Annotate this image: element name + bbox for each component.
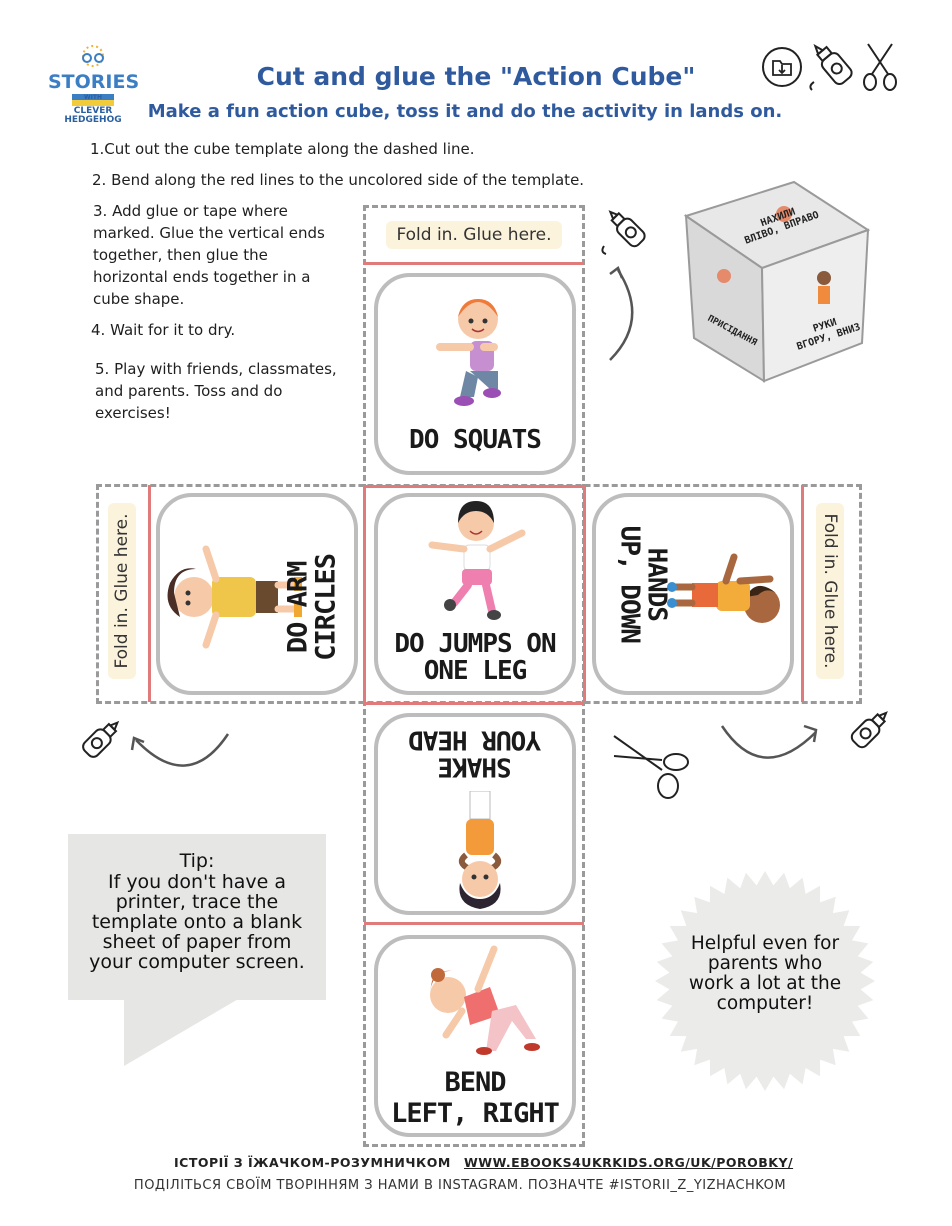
badge-line-3: work a lot at the <box>688 973 842 994</box>
glue-tab-right: Fold in. Glue here. <box>816 503 844 679</box>
badge-starburst <box>655 871 875 1091</box>
glue-tab-left: Fold in. Glue here. <box>108 503 136 679</box>
face-squats: DO SQUATS <box>374 273 576 475</box>
arrow-icon <box>604 262 644 364</box>
fold-line-right-center <box>583 485 586 702</box>
glue-tab-top: Fold in. Glue here. <box>386 221 562 249</box>
footer-brand: ІСТОРІЇ З ЇЖАЧКОМ-РОЗУМНИЧКОМ <box>174 1155 451 1170</box>
face-bend-line2: LEFT, RIGHT <box>391 1098 560 1130</box>
glue-bottle-icon <box>804 38 860 94</box>
fold-line-right-glue <box>801 485 804 702</box>
face-shake-line2: YOUR HEAD <box>409 724 541 755</box>
tip-bubble-tail <box>124 998 240 1066</box>
face-jumps-line1: DO JUMPS ON <box>394 629 556 659</box>
boy-hands-illustration <box>667 553 780 623</box>
tip-box <box>68 834 326 1000</box>
tip-line-3: template onto a blank <box>91 911 303 933</box>
glue-bottle-icon <box>838 704 896 760</box>
face-bend-line1: BEND <box>444 1067 506 1098</box>
arrow-icon <box>718 720 822 760</box>
step-5: 5. Play with friends, classmates, and pa… <box>95 360 337 422</box>
step-1: 1.Cut out the cube template along the da… <box>90 140 475 158</box>
cube-photo: НАХИЛИ ВЛІВО, ВПРАВО РУКИ ВГОРУ, ВНИЗ ПР… <box>682 178 872 383</box>
badge-line-4: computer! <box>716 993 814 1014</box>
scissors-icon <box>860 40 902 92</box>
cube-photo-graphic <box>683 180 871 383</box>
girl-shake-illustration <box>458 791 502 909</box>
girl-jumping-illustration <box>428 501 526 620</box>
face-hands: HANDS UP, DOWN <box>592 493 794 695</box>
badge-line-1: Helpful even for <box>690 933 840 954</box>
girl-arm-circles-illustration <box>167 545 302 649</box>
download-icon[interactable] <box>761 46 803 88</box>
footer-url-link[interactable]: WWW.EBOOKS4UKRKIDS.ORG/UK/POROBKY/ <box>464 1155 794 1170</box>
tip-line-1: If you don't have a <box>107 871 287 893</box>
face-jumps-line2: ONE LEG <box>423 656 528 687</box>
face-shake: SHAKE YOUR HEAD <box>374 713 576 915</box>
fold-line-left-glue <box>148 485 151 702</box>
step-3: 3. Add glue or tape where marked. Glue t… <box>93 202 325 308</box>
tip-line-2: printer, trace the <box>115 891 279 913</box>
face-hands-line2: UP, DOWN <box>614 525 644 643</box>
glue-tab-right-label: Fold in. Glue here. <box>820 513 840 669</box>
tip-line-4: sheet of paper from <box>102 931 292 953</box>
logo-line2: WITH <box>84 94 102 101</box>
face-shake-label: SHAKE YOUR HEAD <box>378 724 572 782</box>
face-bend-label: BEND LEFT, RIGHT <box>378 1067 572 1129</box>
badge-line-2: parents who <box>707 953 823 974</box>
face-squats-label: DO SQUATS <box>409 425 542 455</box>
girl-squat-illustration <box>436 299 501 406</box>
face-bend: BEND LEFT, RIGHT <box>374 935 576 1137</box>
step-4: 4. Wait for it to dry. <box>91 321 236 339</box>
logo: STORIES WITH CLEVER HEDGEHOG <box>48 42 140 125</box>
page-subtitle: Make a fun action cube, toss it and do t… <box>147 101 783 122</box>
face-jumps-label: DO JUMPS ON ONE LEG <box>378 629 572 687</box>
page-title: Cut and glue the "Action Cube" <box>256 62 696 91</box>
logo-line4: HEDGEHOG <box>64 115 122 125</box>
glue-tab-left-label: Fold in. Glue here. <box>112 513 132 669</box>
tip-heading: Tip: <box>179 850 215 872</box>
logo-line1: STORIES <box>48 71 140 93</box>
face-arm-circles: DO ARM CIRCLES <box>156 493 358 695</box>
face-shake-line1: SHAKE <box>438 751 512 782</box>
glue-bottle-icon <box>598 204 658 258</box>
fold-line-left-center <box>363 485 366 702</box>
logo-graphic <box>72 45 114 106</box>
logo-line3: CLEVER <box>73 106 113 116</box>
fold-line-bottom <box>364 922 584 925</box>
fold-line-top <box>364 262 584 265</box>
fold-line-mid-top <box>364 485 584 488</box>
fold-line-mid-bottom <box>364 702 584 705</box>
girl-bend-illustration <box>430 945 540 1055</box>
face-hands-label: HANDS UP, DOWN <box>614 494 671 674</box>
scissors-icon <box>610 730 692 802</box>
arrow-icon <box>126 730 232 768</box>
face-jumps: DO JUMPS ON ONE LEG <box>374 493 576 695</box>
tip-line-5: your computer screen. <box>89 951 305 973</box>
face-arm-circles-label: DO ARM CIRCLES <box>282 553 342 661</box>
glue-bottle-icon <box>70 714 128 768</box>
footer-share: ПОДІЛІТЬСЯ СВОЇМ ТВОРІННЯМ З НАМИ В INST… <box>133 1178 787 1193</box>
step-2: 2. Bend along the red lines to the uncol… <box>92 171 585 189</box>
